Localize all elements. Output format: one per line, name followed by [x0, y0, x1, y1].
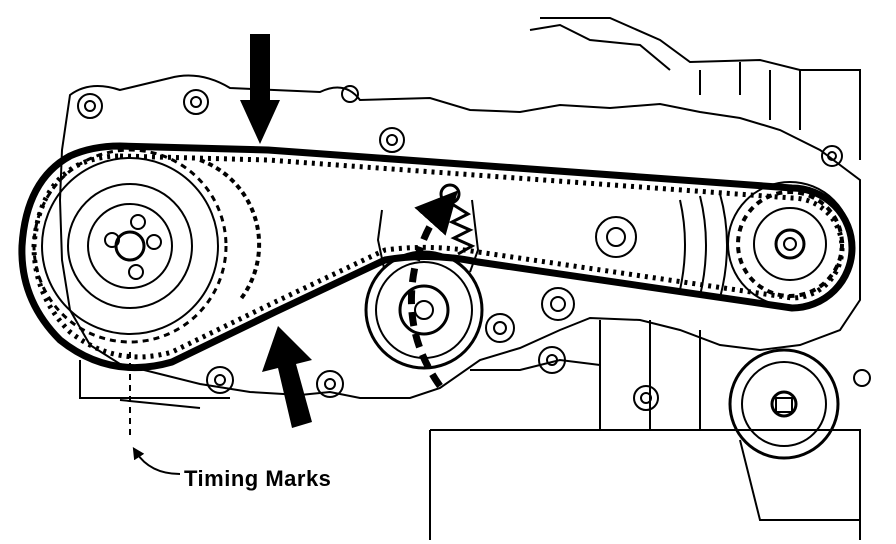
timing-marks-label: Timing Marks	[184, 466, 332, 491]
belt-push-arrow-lower	[262, 326, 312, 428]
belt-push-arrow-upper	[240, 34, 280, 144]
idler-pulley	[728, 348, 840, 460]
tensioner-rotation-arrow	[408, 190, 459, 389]
timing-mark-indicator	[129, 352, 181, 475]
tensioner-pulley	[364, 199, 484, 370]
camshaft-sprocket	[679, 181, 853, 307]
crank-gear-rear	[199, 158, 262, 302]
crankshaft-sprocket	[32, 148, 228, 344]
tensioner-spring	[439, 183, 476, 256]
engine-block-housing	[58, 17, 861, 540]
housing-bolts	[77, 85, 871, 411]
